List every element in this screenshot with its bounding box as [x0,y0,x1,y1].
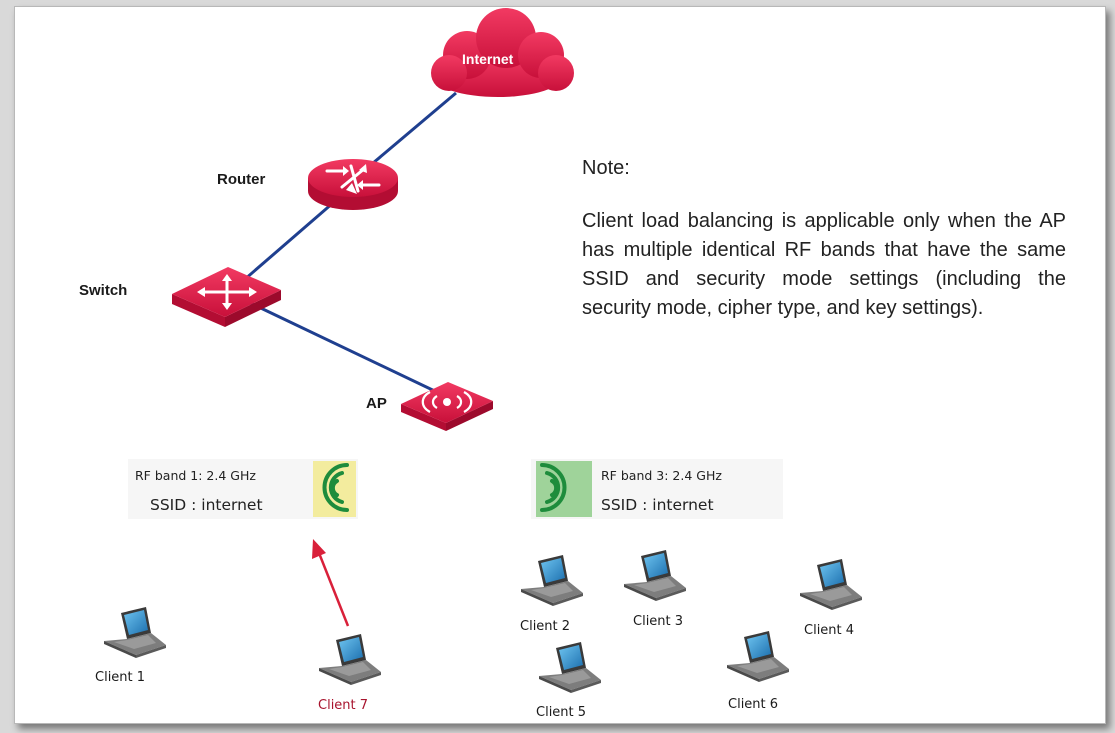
client-5-label: Client 5 [536,705,587,720]
steering-arrow [312,539,350,627]
client-1-label: Client 1 [95,670,146,685]
switch-icon [172,267,281,327]
client-2-label: Client 2 [520,619,571,634]
laptop-icon [319,634,381,685]
note-title: Note: [582,157,630,179]
ap-label: AP [366,395,387,412]
rf-band-3-label: RF band 3: 2.4 GHz [601,468,722,483]
switch-label: Switch [79,282,128,299]
client-7-label: Client 7 [318,698,369,713]
link-internet-router [365,91,457,171]
cloud-icon [431,8,574,97]
link-router-switch [236,194,342,288]
laptop-icon [104,607,166,658]
rf-band-1-ssid: SSID : internet [150,496,263,514]
router-label: Router [217,171,266,188]
client-6-label: Client 6 [728,697,779,712]
laptop-icon [727,631,789,682]
laptop-icon [521,555,583,606]
wifi-signal-icon [540,463,567,512]
note-body: Client load balancing is applicable only… [582,210,1066,319]
client-3-label: Client 3 [633,614,684,629]
laptop-icon [624,550,686,601]
rf-band-3-ssid: SSID : internet [601,496,714,514]
laptop-icon [800,559,862,610]
link-switch-ap [245,299,442,396]
rf-band-1-label: RF band 1: 2.4 GHz [135,468,256,483]
internet-label: Internet [462,51,514,67]
router-icon [308,159,398,210]
wifi-signal-icon [322,463,349,512]
diagram-frame: Internet Router Switch AP RF band 1: 2.4… [14,6,1106,724]
network-diagram [104,8,862,693]
rf-band-1-panel [128,459,358,519]
laptop-icon [539,642,601,693]
access-point-icon [401,382,493,431]
rf-band-3-panel [531,459,783,519]
network-links [236,91,457,396]
client-4-label: Client 4 [804,623,855,638]
